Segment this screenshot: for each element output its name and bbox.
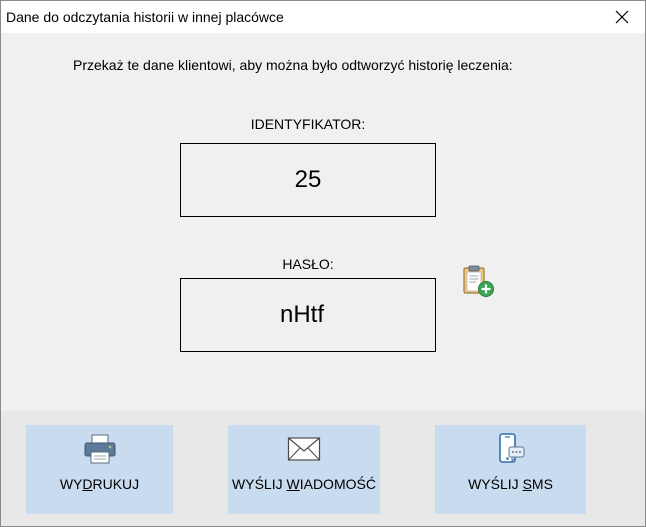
send-sms-button[interactable]: WYŚLIJ SMS (435, 425, 586, 514)
printer-icon (83, 433, 117, 465)
print-button-label: WYDRUKUJ (59, 476, 140, 492)
send-message-button[interactable]: WYŚLIJ WIADOMOŚĆ (228, 425, 380, 514)
identifier-value-box: 25 (180, 143, 436, 217)
envelope-icon (287, 433, 321, 465)
close-icon (615, 10, 629, 24)
password-value-box: nHtf (180, 278, 436, 352)
window-title: Dane do odczytania historii w innej plac… (6, 9, 284, 25)
password-label: HASŁO: (282, 256, 334, 272)
clipboard-plus-icon[interactable] (461, 264, 495, 298)
identifier-label: IDENTYFIKATOR: (250, 116, 366, 132)
print-button[interactable]: WYDRUKUJ (26, 425, 173, 514)
close-button[interactable] (599, 1, 645, 33)
title-bar: Dane do odczytania historii w innej plac… (1, 1, 645, 33)
dialog-content: Przekaż te dane klientowi, aby można był… (1, 33, 645, 411)
send-sms-button-label: WYŚLIJ SMS (468, 476, 553, 492)
password-value: nHtf (279, 301, 324, 328)
instruction-text: Przekaż te dane klientowi, aby można był… (73, 57, 513, 73)
action-bar: WYDRUKUJ WYŚLIJ WIADOMOŚĆ (1, 411, 645, 526)
phone-sms-icon (494, 433, 528, 465)
identifier-value: 25 (294, 166, 322, 193)
send-message-button-label: WYŚLIJ WIADOMOŚĆ (232, 476, 376, 492)
